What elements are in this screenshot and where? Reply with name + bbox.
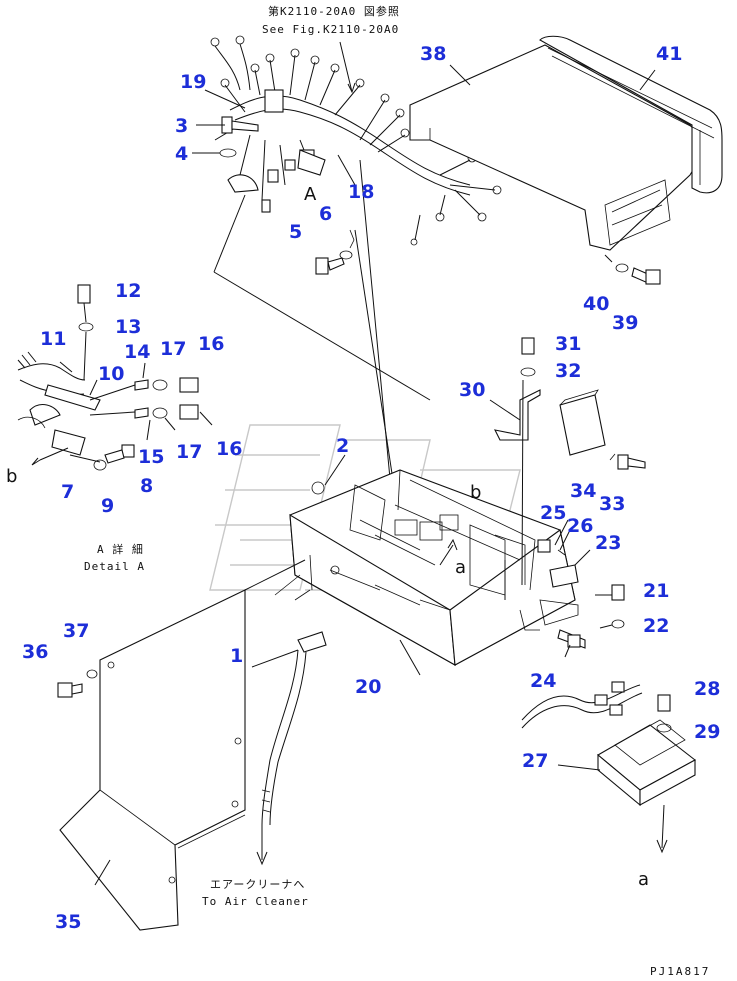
part-number: 34	[570, 480, 596, 502]
drawing-code: PJ1A817	[650, 965, 710, 978]
part-number: 15	[138, 446, 164, 468]
controller-box-20	[274, 469, 579, 666]
wire-harness-main	[210, 35, 502, 246]
part-number: 12	[115, 280, 141, 302]
part-number: 5	[289, 221, 302, 243]
detail-a-assembly	[17, 284, 199, 471]
part-number: 31	[555, 333, 581, 355]
part-number: 33	[599, 493, 625, 515]
air-cleaner-jp: エアークリーナへ	[210, 878, 305, 891]
part-number: 21	[643, 580, 669, 602]
part-number: 41	[656, 43, 682, 65]
part-number: 13	[115, 316, 141, 338]
part-number: 37	[63, 620, 89, 642]
part-number: 24	[530, 670, 556, 692]
part-number: 16	[198, 333, 224, 355]
connection-letter-a-box: a	[455, 557, 466, 578]
part-number: 3	[175, 115, 188, 137]
part-number: 29	[694, 721, 720, 743]
part-number: 36	[22, 641, 48, 663]
part-number: 17	[160, 338, 186, 360]
air-cleaner-en: To Air Cleaner	[202, 895, 309, 908]
part-number: 28	[694, 678, 720, 700]
air-cleaner-hose-1	[256, 631, 327, 866]
part-number: 32	[555, 360, 581, 382]
part-number: 22	[643, 615, 669, 637]
part-number: 27	[522, 750, 548, 772]
part-number: 39	[612, 312, 638, 334]
cover-plate-35	[57, 559, 306, 931]
part-number: 17	[176, 441, 202, 463]
part-number: 4	[175, 143, 188, 165]
part-number: 9	[101, 495, 114, 517]
connection-letter-a-controller: a	[638, 869, 649, 890]
cover-assembly	[409, 35, 723, 285]
part-number: 8	[140, 475, 153, 497]
fasteners-21-26	[537, 539, 625, 649]
detail-label-en: Detail A	[84, 560, 145, 573]
connection-letter-b-box: b	[470, 482, 481, 503]
part-number: 1	[230, 645, 243, 667]
part-number: 10	[98, 363, 124, 385]
bracket-30-relay	[494, 337, 646, 600]
part-number: 18	[348, 181, 374, 203]
part-number: 20	[355, 676, 381, 698]
connection-arrow	[439, 544, 454, 566]
part-number: 19	[180, 71, 206, 93]
fig-ref-jp: 第K2110-20A0 図参照	[268, 4, 400, 18]
part-number: 23	[595, 532, 621, 554]
part-number: 25	[540, 502, 566, 524]
part-number: 30	[459, 379, 485, 401]
part-number: 6	[319, 203, 332, 225]
part-number: 7	[61, 481, 74, 503]
part-number: 11	[40, 328, 66, 350]
part-number: 26	[567, 515, 593, 537]
reference-leader	[339, 41, 353, 93]
leader-lines	[59, 64, 656, 886]
part-numbers: 1 2 3 4 5 6 7 8 9 10 11 12 13 14 15 16 1…	[22, 43, 720, 933]
detail-marker: A	[304, 184, 317, 205]
controller-27	[521, 681, 697, 854]
part-number: 40	[583, 293, 609, 315]
part-number: 2	[336, 435, 349, 457]
fig-ref-en: See Fig.K2110-20A0	[262, 23, 399, 36]
bolt-5-washer-6	[315, 229, 355, 275]
part-number: 38	[420, 43, 446, 65]
connection-letter-b-detail: b	[6, 466, 17, 487]
part-number: 16	[216, 438, 242, 460]
detail-label-jp: A 詳 細	[97, 542, 144, 556]
part-number: 35	[55, 911, 81, 933]
bolt-3-washer-4	[219, 116, 259, 158]
part-number: 14	[124, 341, 150, 363]
